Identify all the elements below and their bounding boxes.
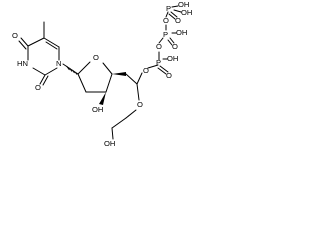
stereo-bonds (66, 65, 126, 105)
phosphorus-2-label: P (163, 30, 168, 39)
ring-oxygen-left-label: O (35, 83, 41, 92)
pyrimidine-ring-bonds (18, 21, 60, 86)
bridge-oxygen-1-label: O (156, 42, 162, 51)
phosphorus-3-hydroxyl-top-label: OH (178, 0, 189, 9)
phosphorus-2-hydroxyl-label: OH (176, 28, 187, 37)
ring-oxygen-top-label: O (12, 31, 18, 40)
molecule-structure: O O N HN O OH O OH O P OH O O P OH O O P… (12, 0, 192, 148)
furanose-ring-bonds (77, 61, 113, 93)
ether-oxygen-label: O (137, 100, 143, 109)
phosphorus-3-label: P (166, 4, 171, 13)
nitrogen-n1-label: N (56, 59, 61, 68)
phosphate-bonds (147, 5, 182, 75)
phosphorus-1-oxygen-label: O (166, 71, 172, 80)
sugar-hydroxyl-label: OH (92, 105, 103, 114)
nitrogen-nh-label: HN (17, 59, 28, 68)
phosphorus-2-oxygen-label: O (172, 42, 178, 51)
phosphorus-1-hydroxyl-label: OH (167, 54, 178, 63)
phosphorus-3-oxygen-label: O (175, 16, 181, 25)
phosphorus-3-hydroxyl-right-label: OH (181, 8, 192, 17)
phosphorus-1-label: P (156, 58, 161, 67)
terminal-hydroxyl-label: OH (104, 139, 115, 148)
furanose-oxygen-label: O (93, 53, 99, 62)
ester-oxygen-label: O (143, 66, 149, 75)
side-chain-bonds (111, 72, 143, 140)
bridge-oxygen-2-label: O (163, 16, 169, 25)
